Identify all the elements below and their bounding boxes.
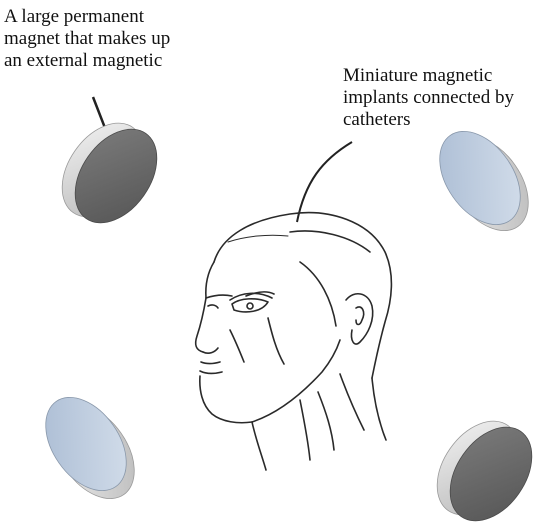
magnet-top-right xyxy=(423,116,545,245)
magnet-bottom-left xyxy=(29,382,151,513)
head-illustration xyxy=(196,213,392,470)
external-magnet-pointer xyxy=(93,97,105,128)
magnet-bottom-right xyxy=(420,406,548,524)
implants-pointer xyxy=(297,142,352,222)
magnet-top-left xyxy=(45,108,173,238)
